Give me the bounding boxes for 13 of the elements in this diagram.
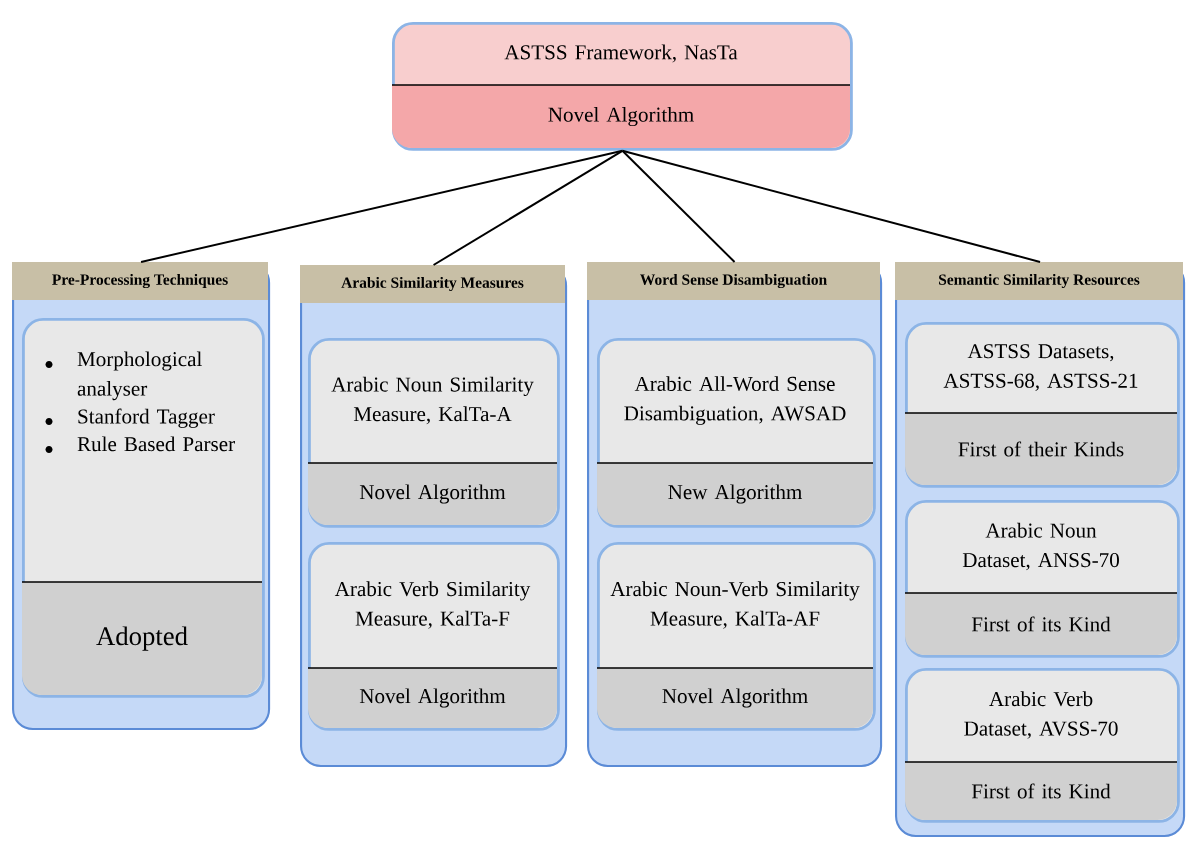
item-box: Arabic Noun Similarity Measure, KalTa-A Novel Algorithm xyxy=(307,338,560,528)
connector-line xyxy=(432,149,624,266)
item-box: Arabic Noun Dataset, ANSS-70 First of its Kind xyxy=(904,500,1180,658)
connector-line xyxy=(621,149,1042,263)
item-box: Morphological analyser Stanford Tagger Rule Based Parser Adopted xyxy=(21,318,265,698)
item-box: Arabic Verb Similarity Measure, KalTa-F Novel Algorithm xyxy=(307,542,560,731)
item-box: ASTSS Datasets, ASTSS-68, ASTSS-21 First of their Kinds xyxy=(904,322,1180,488)
connector-line xyxy=(140,149,624,263)
item-box: Arabic All-Word Sense Disambiguation, AWSAD New Algorithm xyxy=(596,338,876,528)
framework-box: ASTSS Framework, NasTa Novel Algorithm xyxy=(391,22,853,151)
connector-line xyxy=(621,149,736,263)
item-box: Arabic Verb Dataset, AVSS-70 First of its Kind xyxy=(904,668,1180,823)
item-box: Arabic Noun-Verb Similarity Measure, KalTa-AF Novel Algorithm xyxy=(596,542,876,731)
